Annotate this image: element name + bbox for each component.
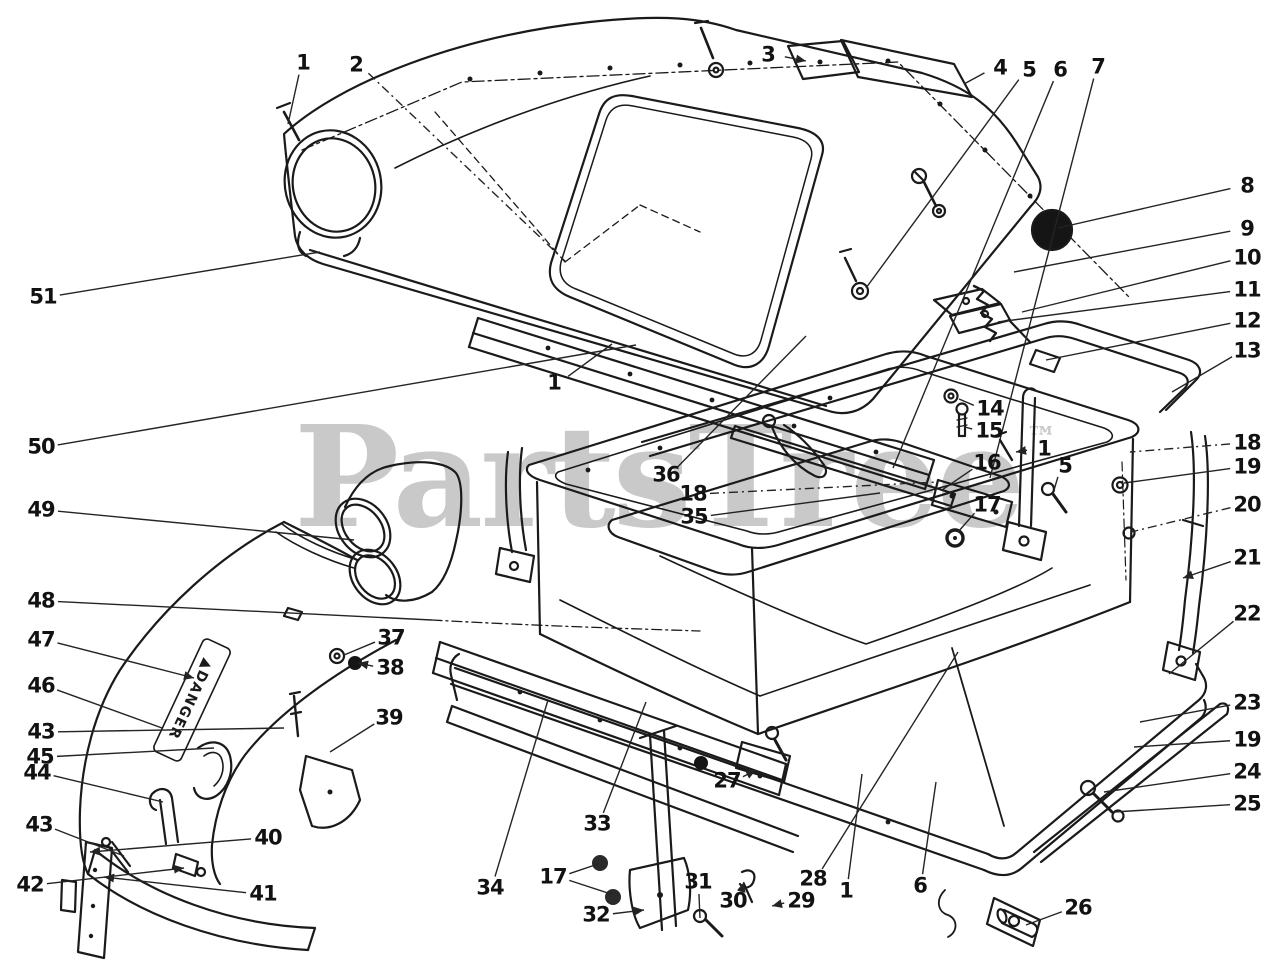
callout-13: 13 <box>1233 338 1261 363</box>
callout-12: 12 <box>1233 308 1261 333</box>
callout-4: 4 <box>993 55 1008 80</box>
hood-fasteners <box>275 19 947 301</box>
callout-35: 35 <box>680 504 708 529</box>
callout-18: 18 <box>679 481 707 506</box>
callout-27: 27 <box>713 768 741 793</box>
front-channel-bars <box>431 640 800 854</box>
cover-plates <box>786 38 974 99</box>
callout-1: 1 <box>839 878 854 903</box>
callout-50: 50 <box>27 434 55 459</box>
callout-8: 8 <box>1240 173 1255 198</box>
callout-37: 37 <box>377 625 405 650</box>
callout-6: 6 <box>1053 57 1068 82</box>
callout-42: 42 <box>16 872 44 897</box>
callout-5: 5 <box>1058 453 1073 478</box>
bag-frame-rim <box>525 350 1140 549</box>
callout-29: 29 <box>787 888 815 913</box>
callout-1: 1 <box>547 370 562 395</box>
right-straps <box>1111 430 1209 682</box>
callout-17: 17 <box>539 864 567 889</box>
callout-26: 26 <box>1064 895 1092 920</box>
callout-1: 1 <box>296 50 311 75</box>
callout-32: 32 <box>582 902 610 927</box>
callout-5: 5 <box>1022 57 1037 82</box>
callout-24: 24 <box>1233 759 1261 784</box>
callout-28: 28 <box>799 866 827 891</box>
callout-51: 51 <box>29 284 57 309</box>
callout-25: 25 <box>1233 791 1261 816</box>
callout-30: 30 <box>719 888 747 913</box>
callout-45: 45 <box>26 744 54 769</box>
callout-20: 20 <box>1233 492 1261 517</box>
alignment-line <box>431 619 701 632</box>
callout-49: 49 <box>27 497 55 522</box>
callout-46: 46 <box>27 673 55 698</box>
callout-1: 1 <box>1037 436 1052 461</box>
chute-assembly <box>59 461 463 960</box>
callout-43: 43 <box>27 719 55 744</box>
callout-41: 41 <box>249 881 277 906</box>
callout-34: 34 <box>476 875 504 900</box>
bottom-right-fasteners <box>996 779 1125 939</box>
rivet-dots <box>467 58 1033 199</box>
support-channel <box>467 316 936 491</box>
callout-3: 3 <box>761 42 776 67</box>
callout-18: 18 <box>1233 430 1261 455</box>
callout-15: 15 <box>975 418 1003 443</box>
bag-top-rail <box>729 413 957 508</box>
knob-and-latch <box>932 208 1074 374</box>
callout-6: 6 <box>913 873 928 898</box>
callout-21: 21 <box>1233 545 1261 570</box>
callout-48: 48 <box>27 588 55 613</box>
callout-31: 31 <box>684 869 712 894</box>
callout-16: 16 <box>973 450 1001 475</box>
callout-17: 17 <box>973 492 1001 517</box>
callout-43: 43 <box>25 812 53 837</box>
lower-frame <box>449 652 1230 948</box>
callout-11: 11 <box>1233 277 1261 302</box>
callout-38: 38 <box>376 655 404 680</box>
callout-2: 2 <box>349 52 364 77</box>
callout-36: 36 <box>652 462 680 487</box>
callout-39: 39 <box>375 705 403 730</box>
center-strap-hardware <box>943 387 1068 562</box>
hinge-rivet-line <box>301 61 1131 299</box>
callout-14: 14 <box>976 396 1004 421</box>
callout-leader-lines <box>46 54 1234 926</box>
trademark-symbol: ™ <box>1026 421 1057 456</box>
hood-cover <box>282 16 1042 415</box>
callout-19: 19 <box>1233 727 1261 752</box>
callout-40: 40 <box>254 825 282 850</box>
callout-44: 44 <box>23 760 51 785</box>
bag-box-body <box>535 437 1135 736</box>
callout-19: 19 <box>1233 454 1261 479</box>
callout-22: 22 <box>1233 601 1261 626</box>
callout-33: 33 <box>583 811 611 836</box>
callout-47: 47 <box>27 627 55 652</box>
frame-rivet-dots <box>517 345 891 825</box>
frame-left-leg <box>494 446 536 584</box>
callout-23: 23 <box>1233 690 1261 715</box>
callout-9: 9 <box>1240 216 1255 241</box>
callout-7: 7 <box>1091 54 1106 79</box>
callout-10: 10 <box>1233 245 1261 270</box>
